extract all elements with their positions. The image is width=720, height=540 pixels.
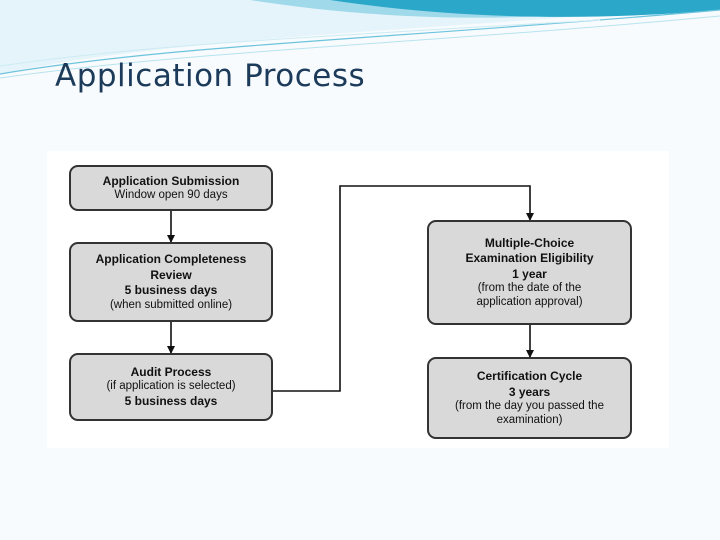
box-title: Audit Process (131, 365, 212, 381)
box-duration: 1 year (512, 267, 547, 283)
box-title: Application Completeness (96, 252, 247, 268)
box-detail: (from the day you passed the (455, 400, 604, 414)
box-completeness-review: Application Completeness Review 5 busine… (69, 242, 273, 322)
box-detail: application approval) (476, 296, 582, 310)
box-duration: 5 business days (125, 283, 218, 299)
box-title: Certification Cycle (477, 369, 582, 385)
box-title: Application Submission (103, 174, 240, 190)
box-duration: 5 business days (125, 394, 218, 410)
box-detail: (from the date of the (478, 282, 582, 296)
box-title: Examination Eligibility (465, 251, 593, 267)
flowchart-panel: Application Submission Window open 90 da… (47, 151, 669, 448)
box-audit-process: Audit Process (if application is selecte… (69, 353, 273, 421)
box-certification-cycle: Certification Cycle 3 years (from the da… (427, 357, 632, 439)
box-detail: examination) (497, 414, 563, 428)
box-title: Review (150, 268, 191, 284)
box-detail: (if application is selected) (106, 380, 235, 394)
box-exam-eligibility: Multiple-Choice Examination Eligibility … (427, 220, 632, 325)
slide-title: Application Process (55, 58, 365, 94)
box-title: Multiple-Choice (485, 236, 574, 252)
box-detail: (when submitted online) (110, 299, 232, 313)
box-duration: 3 years (509, 385, 550, 401)
box-detail: Window open 90 days (114, 189, 227, 203)
box-application-submission: Application Submission Window open 90 da… (69, 165, 273, 211)
